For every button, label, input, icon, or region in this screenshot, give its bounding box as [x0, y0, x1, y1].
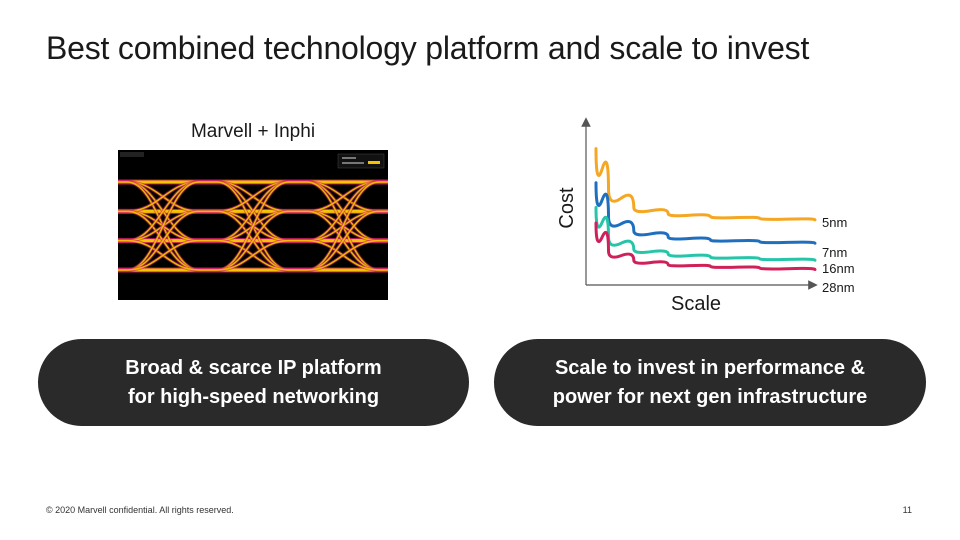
series-label-5nm: 5nm [822, 215, 847, 230]
eye-transition-2-3-2 [298, 239, 388, 271]
oscilloscope-header [120, 152, 385, 169]
slide-title: Best combined technology platform and sc… [46, 30, 810, 66]
eye-transition-0-1-0 [118, 181, 208, 213]
eye-transition-1-1-0 [208, 181, 298, 213]
series-line-7nm [594, 181, 817, 245]
copyright-footer: © 2020 Marvell confidential. All rights … [46, 505, 234, 515]
series-line-28nm [594, 221, 817, 271]
eye-transition-2-1-0 [298, 181, 388, 213]
scale-invest-line2: power for next gen infrastructure [552, 385, 868, 408]
eye-transition-1-3-2 [208, 239, 298, 271]
series-label-28nm: 28nm [822, 280, 855, 295]
ip-platform-pill: Broad & scarce IP platform for high-spee… [38, 339, 469, 426]
eye-diagram-image [118, 152, 388, 273]
eye-diagram-caption: Marvell + Inphi [190, 121, 316, 142]
x-axis-label: Scale [671, 293, 721, 315]
eye-diagram-panel [118, 150, 388, 300]
eye-traces [118, 179, 388, 273]
page-number: 11 [902, 505, 912, 515]
ip-platform-line2: for high-speed networking [127, 385, 380, 408]
series-label-7nm: 7nm [822, 245, 847, 260]
scale-invest-pill: Scale to invest in performance & power f… [494, 339, 926, 426]
scale-invest-line1: Scale to invest in performance & [554, 356, 866, 379]
y-axis-label: Cost [556, 187, 578, 229]
series-line-5nm [594, 147, 817, 222]
ip-platform-line1: Broad & scarce IP platform [125, 356, 382, 379]
series-label-16nm: 16nm [822, 261, 855, 276]
eye-transition-0-3-2 [118, 239, 208, 271]
